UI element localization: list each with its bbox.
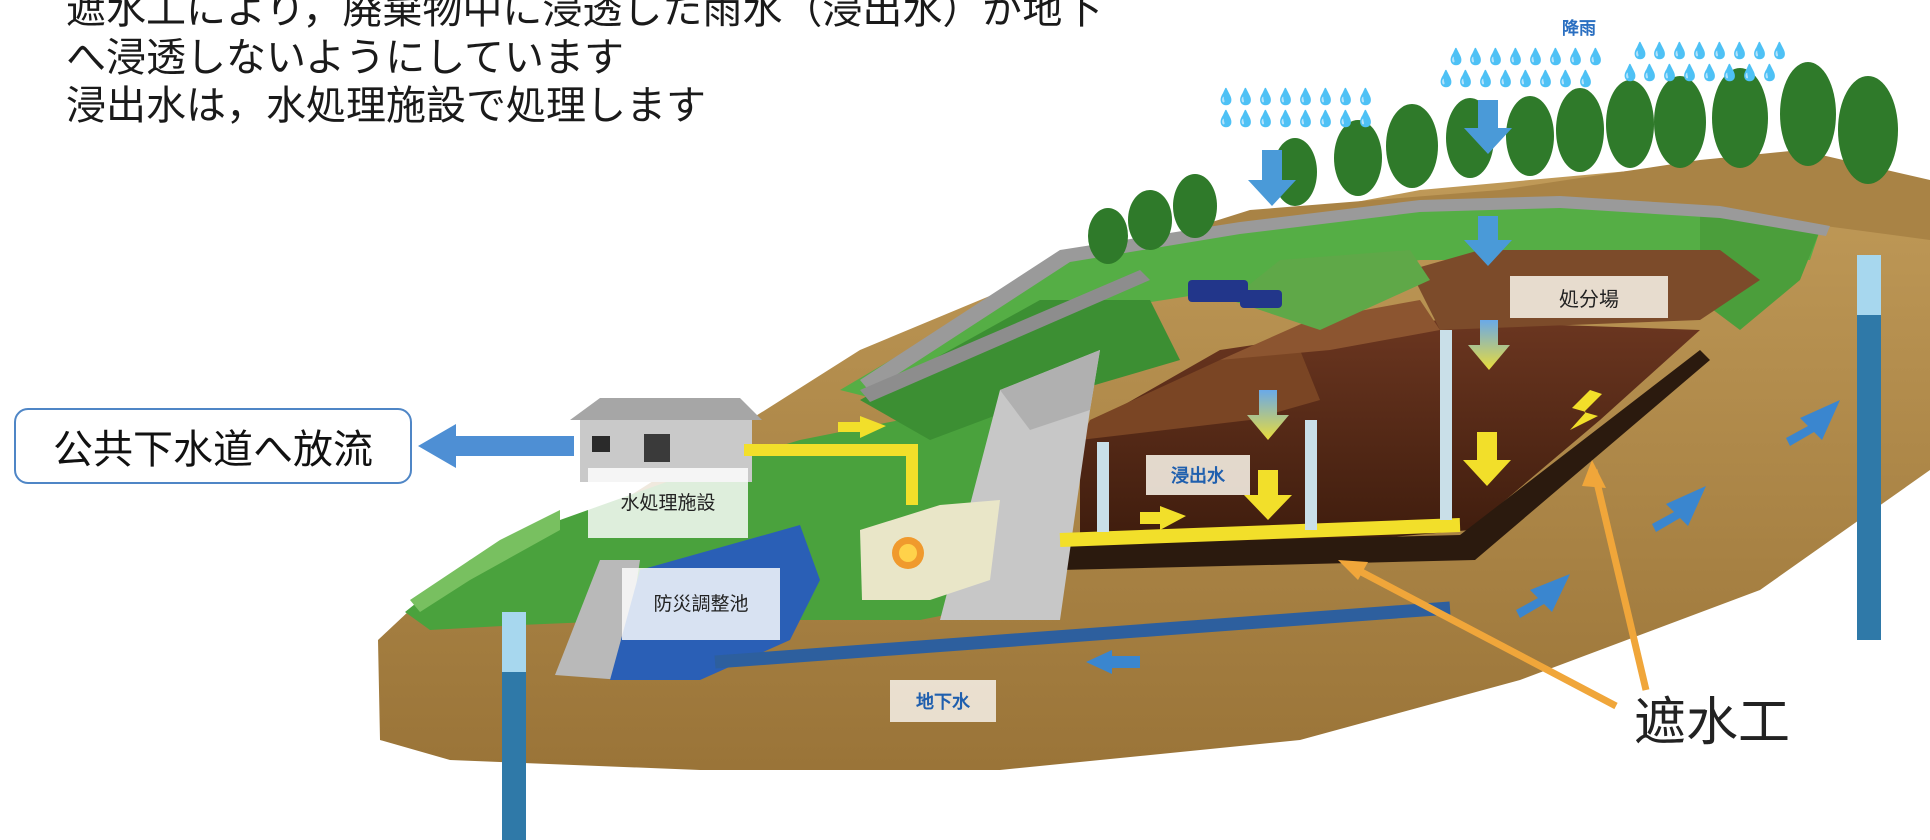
waste-slope-green [1230, 250, 1430, 330]
intro-text: 遮水工により，廃棄物中に浸透した雨水（浸出水）が地下 へ浸透しないようにしていま… [66, 0, 1102, 130]
water-treatment-label: 水処理施設 [588, 468, 748, 538]
leachate-pipe-main [1059, 518, 1461, 547]
side-road [860, 270, 1150, 402]
liner-band [1060, 350, 1710, 570]
embankment-inner-left [860, 300, 1180, 440]
groundwater-label: 地下水 [890, 680, 996, 722]
svg-text:💧💧💧💧💧💧💧💧: 💧💧💧💧💧💧💧💧 [1630, 41, 1789, 60]
rain-label: 降雨 [1562, 19, 1596, 39]
intro-line-3: 浸出水は，水処理施設で処理します [66, 83, 706, 129]
svg-text:💧💧💧💧💧💧💧💧: 💧💧💧💧💧💧💧💧 [1436, 69, 1595, 88]
intro-line-2: へ浸透しないようにしています [66, 35, 624, 81]
leachate-arrows [838, 320, 1602, 530]
svg-text:💧💧💧💧💧💧💧💧: 💧💧💧💧💧💧💧💧 [1216, 109, 1375, 128]
treatment-basin [860, 500, 1000, 600]
tree-line [1088, 62, 1898, 264]
leachate-label: 浸出水 [1146, 455, 1250, 495]
grass-left-lip [410, 510, 560, 612]
groundwater-arrows [1086, 400, 1840, 674]
waste-step-1 [1080, 350, 1320, 440]
liner-label: 遮水工 [1634, 693, 1791, 753]
discharge-arrow [418, 424, 574, 468]
dam-shadow [1000, 350, 1100, 430]
rain-arrows [1248, 100, 1512, 266]
svg-text:💧💧💧💧💧💧💧💧: 💧💧💧💧💧💧💧💧 [1620, 63, 1779, 82]
svg-text:💧💧💧💧💧💧💧💧: 💧💧💧💧💧💧💧💧 [1216, 87, 1375, 106]
flood-pond-label: 防災調整池 [622, 568, 780, 640]
waste-step-2 [1220, 300, 1440, 360]
intro-line-1: 遮水工により，廃棄物中に浸透した雨水（浸出水）が地下 [66, 0, 1103, 33]
treatment-building-roof [570, 398, 762, 420]
svg-text:💧💧💧💧💧💧💧💧: 💧💧💧💧💧💧💧💧 [1446, 47, 1605, 66]
disposal-site-label: 処分場 [1510, 276, 1668, 318]
discharge-label: 公共下水道へ放流 [14, 408, 412, 484]
rain-drops: 💧💧💧💧💧💧💧💧 💧💧💧💧💧💧💧💧 💧💧💧💧💧💧💧💧 💧💧💧💧💧💧💧💧 💧💧💧💧… [1216, 41, 1789, 128]
liner-pointers [1348, 469, 1650, 710]
groundwater-pipe [714, 601, 1451, 669]
well-right [1857, 255, 1881, 640]
excavator [1188, 280, 1282, 308]
leachate-pipe-up [744, 444, 918, 505]
